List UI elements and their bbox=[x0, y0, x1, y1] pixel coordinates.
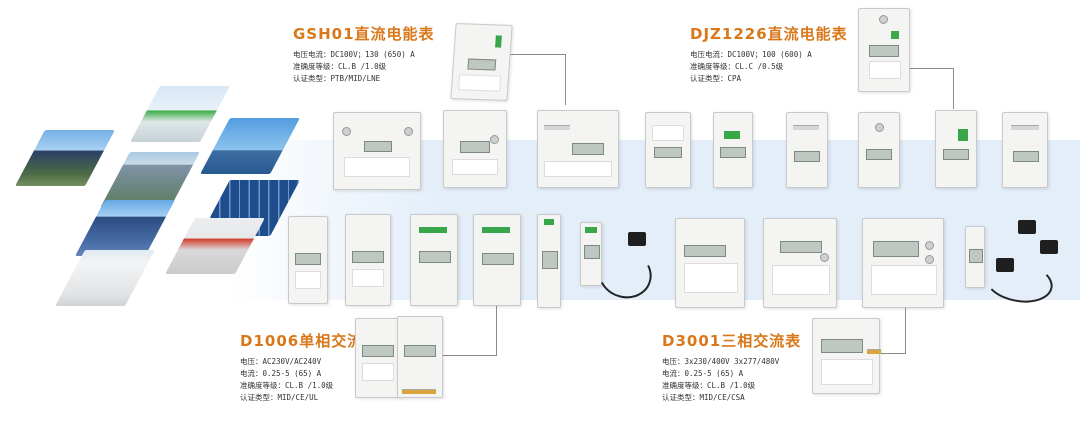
dc-meter-product-image bbox=[935, 110, 977, 188]
spec-line: 准确度等级：CL.B /1.0级 bbox=[240, 381, 334, 390]
wind-farm-image bbox=[200, 118, 300, 174]
series-title: D3001三相交流表 bbox=[662, 332, 802, 350]
ac-meter-product-image bbox=[862, 218, 944, 308]
series-d1006: D1006单相交流 电压：AC230V/AC240V 电流：0.25-5 (65… bbox=[240, 330, 363, 404]
ac-meter-product-image bbox=[763, 218, 837, 308]
spec-line: 准确度等级：CL.B /1.0级 bbox=[293, 62, 387, 71]
ac-meter-product-image bbox=[410, 214, 458, 306]
series-title: D1006单相交流 bbox=[240, 332, 364, 350]
series-title: GSH01直流电能表 bbox=[293, 25, 435, 43]
solar-field-image bbox=[75, 200, 175, 256]
dc-meter-product-image bbox=[443, 110, 507, 188]
connector-line-d1006 bbox=[440, 305, 497, 356]
current-transformer-image bbox=[1018, 220, 1036, 234]
dc-meter-product-image bbox=[1002, 112, 1048, 188]
spec-line: 认证类型：MID/CE/CSA bbox=[662, 393, 745, 402]
dc-meter-product-image bbox=[858, 112, 900, 188]
energy-storage-container-image bbox=[165, 218, 265, 274]
ac-meter-product-image bbox=[675, 218, 745, 308]
gsh01-meter-featured-image bbox=[450, 23, 513, 101]
dc-meter-product-image bbox=[333, 112, 421, 190]
spec-line: 准确度等级：CL.C /0.5级 bbox=[690, 62, 784, 71]
dc-meter-product-image bbox=[786, 112, 828, 188]
battery-cabinet-image bbox=[55, 250, 155, 306]
ac-meter-product-image bbox=[473, 214, 521, 306]
series-d3001: D3001三相交流表 电压：3x230/400V 3x277/480V 电流：0… bbox=[662, 330, 801, 404]
ac-meter-with-ct-image bbox=[580, 222, 602, 286]
series-title: DJZ1226直流电能表 bbox=[690, 25, 848, 43]
spec-line: 电流：0.25-5 (65) A bbox=[240, 369, 322, 378]
series-djz1226: DJZ1226直流电能表 电压电流：DC100V；100 (600) A 准确度… bbox=[690, 23, 848, 85]
application-scenes-collage bbox=[10, 80, 300, 310]
solar-carport-image bbox=[15, 130, 115, 186]
spec-line: 准确度等级：CL.B /1.0级 bbox=[662, 381, 756, 390]
d3001-meter-featured-image bbox=[812, 318, 881, 394]
connector-line-djz1226 bbox=[905, 68, 954, 109]
djz1226-meter-featured-image bbox=[858, 8, 910, 92]
dc-meter-product-image bbox=[537, 110, 619, 188]
spec-line: 认证类型：CPA bbox=[690, 74, 742, 83]
dc-meter-product-image bbox=[645, 112, 691, 188]
spec-line: 电压：3x230/400V 3x277/480V bbox=[662, 357, 780, 366]
series-gsh01: GSH01直流电能表 电压电流：DC100V；130 (650) A 准确度等级… bbox=[293, 23, 435, 85]
spec-line: 电压：AC230V/AC240V bbox=[240, 357, 322, 366]
ac-meter-product-image bbox=[537, 214, 561, 308]
connector-line-d3001 bbox=[880, 308, 906, 354]
ac-meter-product-image bbox=[288, 216, 328, 304]
current-transformer-image bbox=[1040, 240, 1058, 254]
current-transformer-image bbox=[996, 258, 1014, 272]
connector-line-gsh01 bbox=[505, 54, 566, 105]
ac-meter-product-image bbox=[345, 214, 391, 306]
spec-line: 电压电流：DC100V；130 (650) A bbox=[293, 50, 415, 59]
d1006-meter-featured-image bbox=[355, 318, 401, 398]
ac-meter-with-ct-image bbox=[965, 226, 985, 288]
spec-line: 电压电流：DC100V；100 (600) A bbox=[690, 50, 812, 59]
ev-charging-station-image bbox=[130, 86, 230, 142]
d1006-meter-featured-image bbox=[397, 316, 443, 398]
spec-line: 认证类型：MID/CE/UL bbox=[240, 393, 319, 402]
spec-line: 认证类型：PTB/MID/LNE bbox=[293, 74, 381, 83]
dc-meter-product-image bbox=[713, 112, 753, 188]
current-transformer-image bbox=[628, 232, 646, 246]
spec-line: 电流：0.25-5 (65) A bbox=[662, 369, 744, 378]
